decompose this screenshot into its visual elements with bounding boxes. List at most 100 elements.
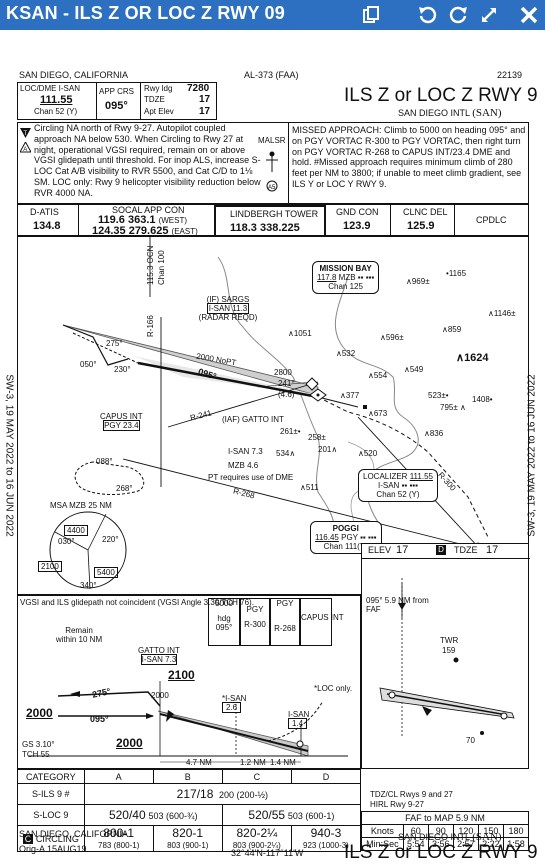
header-cycle: 22139 [497,70,523,80]
svg-text:T: T [24,131,28,137]
min-sec-cell: 2:57 [452,837,479,851]
elev-label: ∧673 [368,409,388,418]
knots-label: Knots [361,824,404,838]
footer-coords: 32°44'N-117°11'W [231,848,304,858]
footer-proc-title: ILS Z or LOC Z RWY 9 [344,842,538,863]
min-sec-cell: 5:54 [402,837,429,851]
knots-cell: 180 [502,824,530,838]
app-crs: 095° [105,100,128,112]
ad-elev-label: ELEV [368,545,392,555]
tdze: 17 [199,94,211,105]
close-icon[interactable] [516,2,542,28]
sils-mins: 217/18 200 (200-½) [83,783,362,805]
gatto-fix: (IAF) GATTO INT [222,415,284,424]
hold-088: 088° [96,457,113,466]
elev-label: 534∧ [276,449,296,458]
minimums-table: CATEGORY A B C D S-ILS 9 # 217/18 200 (2… [17,769,362,852]
tch: TCH 55 [22,750,50,759]
plan-view: 115.3 OCN Chan 100 (IF) SARGS I-SAN 11.3… [17,236,529,595]
rotate-left-icon[interactable] [414,2,440,28]
header-proc-id: AL-373 (FAA) [244,70,299,80]
ocn-chan: Chan 100 [157,250,166,285]
pgy1-label: PGY [246,605,264,614]
hold-268: 268° [116,484,133,493]
sloc-label: S-LOC 9 [17,804,85,826]
msa-340: 340° [80,581,97,590]
comms-divider [390,205,391,237]
localizer-box: LOCALIZER 111.55 I-SAN ▪▪ ▪▪▪ Chan 52 (Y… [358,469,438,502]
footer-orig: Orig-A 15AUG19 [19,844,87,854]
pt-230: 230° [114,365,131,374]
min-header: B [152,769,223,784]
c-icon: C [22,833,34,844]
gnd-freq: 123.9 [343,220,371,232]
left-margin-date: SW-3, 19 MAY 2022 to 16 JUN 2022 [3,374,15,537]
hold-box: 5000 hdg 095° [208,598,240,646]
elev-label: ∧532 [336,349,356,358]
svg-text:A5: A5 [268,185,276,191]
gnd-label: GND CON [336,207,379,217]
comms-divider [454,205,455,237]
loc-only-note: *LOC only. [314,684,353,693]
atis-label: D-ATIS [30,207,59,217]
loc-chan: Chan 52 (Y) [34,107,78,116]
msa-030: 030° [58,537,75,546]
elev-label: 523±• [428,391,449,400]
tower-freq: 118.3 338.225 [230,222,300,234]
timing-table: FAF to MAP 5.9 NM Knots 60 90 120 150 18… [361,811,530,851]
elev-label: ∧377 [340,391,360,400]
elev-label: ∧554 [368,371,388,380]
d-icon: D [436,545,446,555]
min-header: CATEGORY [17,769,85,784]
rotate-right-icon[interactable] [446,2,472,28]
hold-hdg: hdg [217,614,231,623]
pt-275: 275° [106,339,123,348]
clnc-freq: 125.9 [407,220,435,232]
tower-box: LINDBERGH TOWER 118.3 338.225 [214,205,326,237]
msa-4400: 4400 [64,525,88,536]
timing-title: FAF to MAP 5.9 NM [361,811,529,825]
rwy-box: Rwy ldg 7280 TDZE 17 Apt Elev 17 [140,82,217,120]
comms-row: D-ATIS 134.8 SOCAL APP CON 119.6 363.1 (… [17,204,529,237]
pgy2-label: PGY [276,599,294,608]
airport-layout [379,578,515,738]
apt-elev: 17 [199,106,211,117]
apt-elev-label: Apt Elev [144,107,174,116]
pgy-r268-box: PGY R-268 [270,598,300,646]
elev-label: ∧859 [442,325,462,334]
min-header: A [83,769,154,784]
lighting-line2: HIRL Rwy 9-27 [370,800,424,809]
ad-elev: 17 [396,544,409,556]
loc-box: LOC/DME I-SAN 111.55 Chan 52 (Y) [17,82,97,120]
rwy-ldg-label: Rwy ldg [144,84,173,93]
gs-angle: GS 3.10° [22,740,55,749]
capus-hold-box: CAPUS INT [300,598,344,646]
pgy-r300-box: PGY R-300 [240,598,270,646]
sargs-fix: (IF) SARGS I-SAN 11.3 (RADAR REQD) [198,295,258,322]
elev-label: ∧520 [358,449,378,458]
header-city: SAN DIEGO, CALIFORNIA [19,70,129,80]
msa-5400: 5400 [94,567,118,578]
expand-icon[interactable] [476,2,502,28]
gatto-dme: I-SAN 7.3 [228,447,263,456]
elev-label: 1408• [472,395,493,404]
alt-2000-fap: 2000 [116,736,143,750]
elev-label: 258± [308,433,326,442]
min-header: C [221,769,292,784]
pgy2-r: R-268 [274,624,296,633]
elev-label: ∧1146± [488,309,516,318]
msa-label: MSA MZB 25 NM [50,501,112,510]
sils-label: S-ILS 9 # [17,783,85,805]
gatto-mzb: MZB 4.6 [228,461,259,470]
min-sec-label: Min:Sec [361,837,404,851]
elev-label: ∧969± [406,277,430,286]
airport-name: SAN DIEGO INTL (SAN) [398,107,502,119]
ad-twr: TWR [440,636,459,645]
copy-icon[interactable] [358,2,384,28]
alt-2000-left: 2000 [26,706,53,720]
